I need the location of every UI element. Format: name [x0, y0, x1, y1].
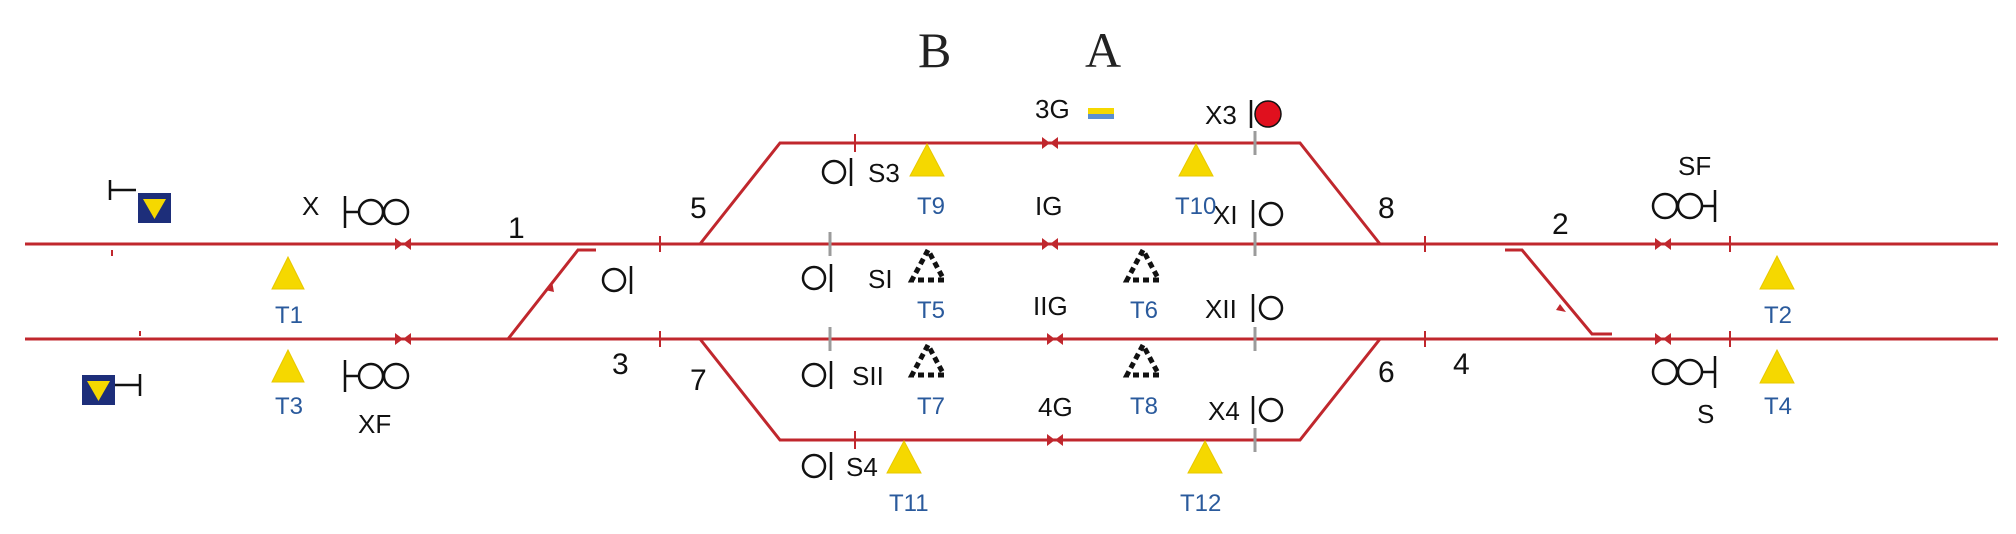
switch-number-2: 2: [1552, 208, 1569, 241]
train-marker-icon: [1088, 108, 1114, 119]
exit-signal-s3: [821, 158, 853, 186]
balise-t8-icon: [1122, 339, 1164, 378]
switch-number-4: 4: [1453, 348, 1470, 381]
signal-label-sii: SII: [852, 361, 884, 391]
balise-t2-icon: [1759, 254, 1795, 290]
red-aspect-lamp: [1254, 100, 1282, 128]
section-label-b: B: [918, 22, 951, 78]
switch-number-8: 8: [1378, 192, 1395, 225]
track-label-3g: 3G: [1035, 94, 1070, 124]
transponder-label-t10: T10: [1175, 193, 1216, 220]
balise-t6-icon: [1122, 244, 1164, 283]
signal-posts: [828, 131, 1257, 452]
exit-signal-sii: [801, 361, 833, 389]
signal-label-sf: SF: [1678, 151, 1711, 181]
balise-t12-icon: [1187, 439, 1223, 474]
transponder-label-t3: T3: [275, 393, 303, 420]
balise-t11-icon: [886, 439, 922, 474]
balise-t5-icon: [907, 244, 949, 283]
crossover-direction-arrow: [1556, 304, 1566, 312]
transponder-label-t12: T12: [1180, 490, 1221, 517]
transponder-label-t5: T5: [917, 297, 945, 324]
transponder-label-t2: T2: [1764, 302, 1792, 329]
switch-number-1: 1: [508, 212, 525, 245]
transponder-label-t7: T7: [917, 393, 945, 420]
switch-number-6: 6: [1378, 356, 1395, 389]
transponders: [271, 142, 1795, 474]
signal-label-x3: X3: [1205, 100, 1237, 130]
signal-label-s4: S4: [846, 452, 878, 482]
signal-label-xi: XI: [1213, 200, 1238, 230]
switch-number-7: 7: [690, 364, 707, 397]
exit-signal-x4: [1251, 396, 1284, 424]
transponder-label-t8: T8: [1130, 393, 1158, 420]
transponder-label-t1: T1: [275, 302, 303, 329]
switch-number-3: 3: [612, 348, 629, 381]
balise-t1-icon: [271, 255, 305, 290]
transponder-label-t9: T9: [917, 193, 945, 220]
end-block-marker-left-top: [108, 180, 171, 223]
entry-signal-sf: [1651, 190, 1717, 222]
exit-signal-xi: [1251, 200, 1284, 228]
entry-signal-s: [1651, 356, 1717, 388]
signal-label-s: S: [1697, 399, 1714, 429]
entry-signal-x: [343, 196, 410, 228]
transponder-label-t11: T11: [889, 490, 929, 517]
balise-t4-icon: [1759, 348, 1795, 384]
track-label-4g: 4G: [1038, 392, 1073, 422]
shunt-signal-mid: [601, 266, 633, 294]
joint-ticks: [111, 134, 1731, 449]
crossover-2-4: [1505, 248, 1612, 336]
track-label-iig: IIG: [1033, 291, 1068, 321]
crossover-direction-arrow: [545, 281, 554, 292]
track-label-ig: IG: [1035, 191, 1062, 221]
siding-track-4G: [698, 338, 1382, 442]
signal-label-x: X: [302, 191, 319, 221]
exit-signal-s4: [801, 452, 833, 480]
end-block-marker-left-bottom: [82, 374, 142, 405]
switch-number-5: 5: [690, 192, 707, 225]
balise-t9-icon: [909, 142, 945, 177]
exit-signal-xii: [1251, 294, 1284, 322]
exit-signal-si: [801, 264, 833, 292]
balise-t10-icon: [1178, 142, 1214, 177]
crossover-1-3: [488, 248, 596, 341]
exit-signal-x3: [1249, 100, 1282, 128]
transponder-label-t4: T4: [1764, 393, 1792, 420]
tracks: [25, 141, 1998, 442]
transponder-label-t6: T6: [1130, 297, 1158, 324]
signal-label-xii: XII: [1205, 294, 1237, 324]
signal-label-xf: XF: [358, 409, 391, 439]
section-label-a: A: [1085, 22, 1121, 78]
signal-label-si: SI: [868, 264, 893, 294]
signal-label-s3: S3: [868, 158, 900, 188]
signal-label-x4: X4: [1208, 396, 1240, 426]
balise-t3-icon: [271, 348, 305, 383]
siding-track-3G: [698, 141, 1382, 245]
balise-t7-icon: [907, 339, 949, 378]
entry-signal-xf: [343, 360, 410, 392]
